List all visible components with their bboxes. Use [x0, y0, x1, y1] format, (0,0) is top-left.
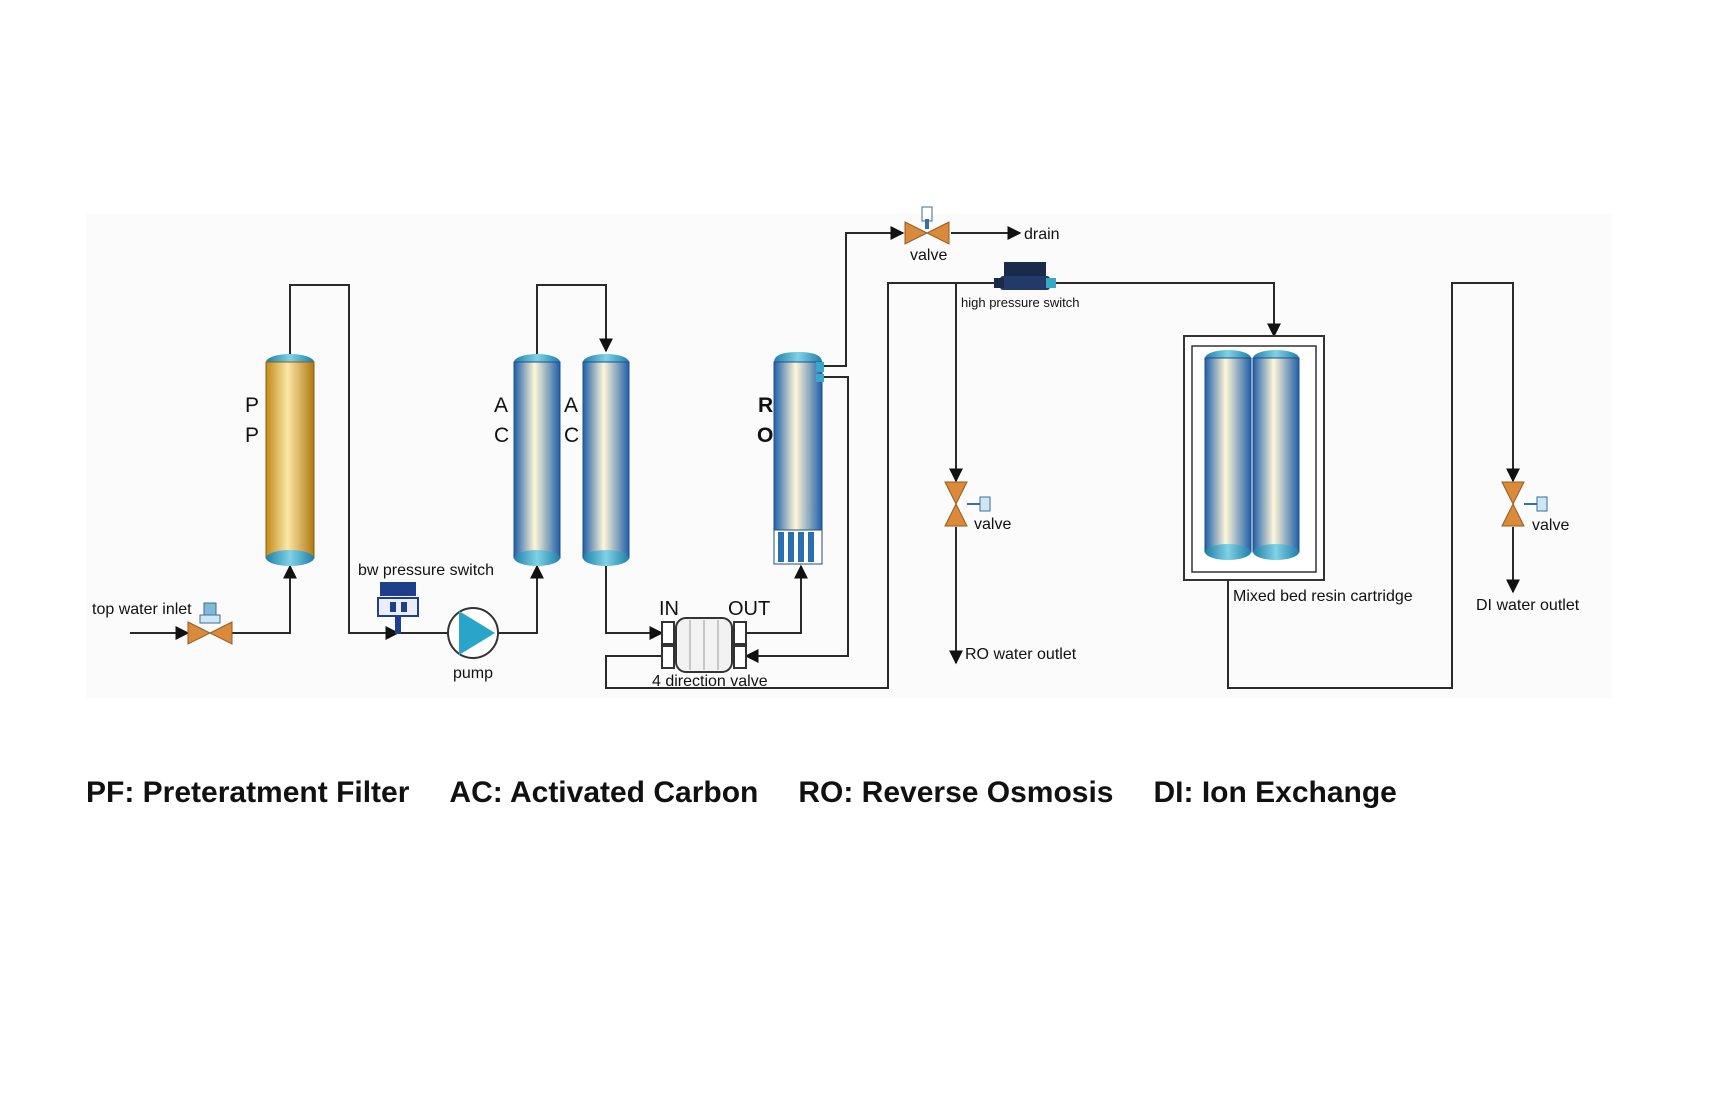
pump-icon — [447, 607, 499, 659]
high-pressure-switch-icon — [994, 262, 1056, 290]
ro-membrane — [773, 352, 824, 565]
ac2-label-top: A — [564, 394, 578, 417]
di-water-outlet-label: DI water outlet — [1476, 597, 1580, 614]
valve-in-label: IN — [659, 598, 679, 620]
pf-cartridge — [265, 354, 315, 566]
ac2-label-bottom: C — [564, 424, 579, 447]
pipes — [130, 226, 1520, 689]
pf-label-top: P — [245, 394, 259, 417]
legend-item-ac: AC: Activated Carbon — [449, 776, 759, 809]
four-direction-valve-label: 4 direction valve — [652, 673, 768, 690]
legend-item-pf: PF: Preteratment Filter — [86, 776, 410, 809]
four-direction-valve-icon — [661, 617, 747, 673]
ro-label-bottom: O — [757, 424, 773, 447]
ac-cartridge-2 — [582, 354, 630, 566]
ac1-label-bottom: C — [494, 424, 509, 447]
ro-label-top: R — [758, 394, 773, 417]
inlet-valve-icon[interactable] — [187, 602, 233, 645]
ro-valve-label: valve — [974, 516, 1011, 533]
ro-water-outlet-label: RO water outlet — [965, 646, 1077, 663]
legend: PF: Preteratment Filter AC: Activated Ca… — [86, 776, 1397, 810]
mixed-bed-label: Mixed bed resin cartridge — [1233, 588, 1413, 605]
mixed-bed-cartridge — [1183, 335, 1325, 581]
ac-cartridge-1 — [513, 354, 561, 566]
tap-water-inlet-label: top water inlet — [92, 601, 192, 618]
di-valve-label: valve — [1532, 517, 1569, 534]
di-valve-icon[interactable] — [1501, 481, 1548, 527]
ac1-label-top: A — [494, 394, 508, 417]
legend-item-ro: RO: Reverse Osmosis — [798, 776, 1114, 809]
low-pressure-switch-label: bw pressure switch — [358, 562, 494, 579]
valve-out-label: OUT — [728, 598, 770, 620]
legend-item-di: DI: Ion Exchange — [1153, 776, 1397, 809]
drain-valve-icon[interactable] — [904, 206, 950, 245]
pump-label: pump — [453, 665, 493, 682]
drain-valve-label: valve — [910, 247, 947, 264]
pf-label-bottom: P — [245, 424, 259, 447]
drain-label: drain — [1024, 226, 1060, 243]
low-pressure-switch-icon — [377, 582, 419, 634]
high-pressure-switch-label: high pressure switch — [961, 295, 1080, 310]
ro-valve-icon[interactable] — [944, 481, 991, 527]
